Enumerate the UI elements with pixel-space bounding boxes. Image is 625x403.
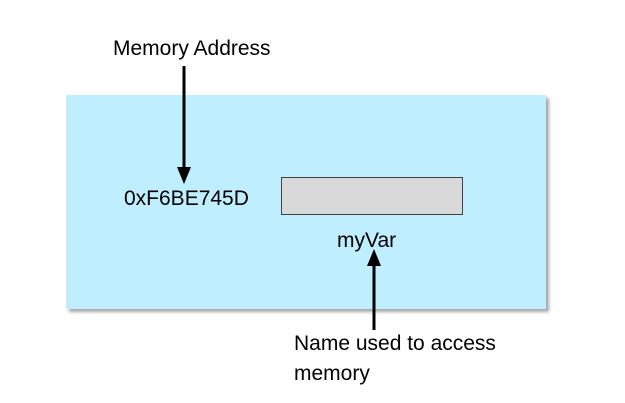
memory-address-label: Memory Address	[113, 37, 271, 60]
variable-name-label: myVar	[337, 229, 397, 252]
address-value-label: 0xF6BE745D	[124, 187, 249, 210]
name-caption-label: Name used to access memory	[294, 332, 496, 385]
memory-cell-box	[281, 177, 463, 215]
